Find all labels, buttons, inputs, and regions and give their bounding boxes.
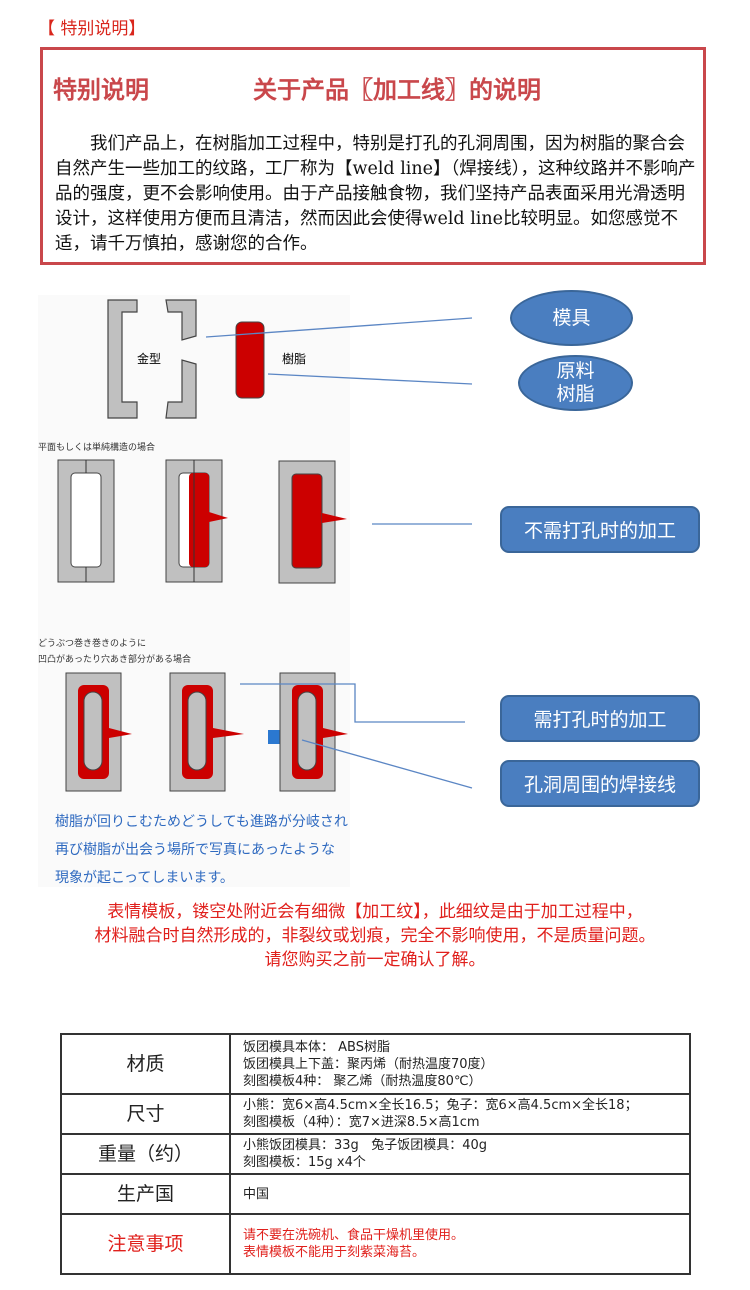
spec-value: 刻图模板：15g x4个	[243, 1155, 366, 1170]
red-note-line: 表情模板，镂空处附近会有细微【加工纹】，此细纹是由于加工过程中，	[107, 902, 643, 922]
spec-value: 请不要在洗碗机、食品干燥机里使用。	[243, 1228, 465, 1243]
spec-value: 表情模板不能用于刻紫菜海苔。	[243, 1245, 426, 1260]
explain-line-1: 樹脂が回りこむためどうしても進路が分岐され	[55, 814, 348, 830]
notice-heading-right: 关于产品〖加工线〗的说明	[253, 76, 541, 104]
spec-key: 生产国	[60, 1173, 231, 1215]
label-resin: 樹脂	[282, 352, 307, 366]
table-row: 材质 饭团模具本体： ABS树脂饭团模具上下盖：聚丙烯（耐热温度70度）刻图模板…	[60, 1033, 691, 1095]
callout-resin: 原料 树脂	[518, 355, 633, 411]
table-row: 尺寸 小熊：宽6×高4.5cm×全长16.5；兔子：宽6×高4.5cm×全长18…	[60, 1093, 691, 1135]
callout-hole: 需打孔时的加工	[500, 695, 700, 742]
table-row: 生产国 中国	[60, 1173, 691, 1215]
mold-simple-row	[57, 459, 347, 584]
spec-value: 刻图模板4种： 聚乙烯（耐热温度80℃）	[243, 1073, 482, 1089]
spec-key: 材质	[60, 1033, 231, 1095]
callout-mold: 模具	[510, 290, 633, 346]
mold-hole-row	[65, 672, 348, 792]
spec-value: 小熊：宽6×高4.5cm×全长16.5；兔子：宽6×高4.5cm×全长18；	[243, 1098, 638, 1113]
spec-table: 材质 饭团模具本体： ABS树脂饭团模具上下盖：聚丙烯（耐热温度70度）刻图模板…	[60, 1033, 691, 1275]
spec-value: 中国	[243, 1186, 270, 1202]
red-note-line: 材料融合时自然形成的，非裂纹或划痕，完全不影响使用，不是质量问题。	[94, 926, 656, 946]
notice-box: 特别说明 关于产品〖加工线〗的说明 我们产品上，在树脂加工过程中，特别是打孔的孔…	[40, 47, 706, 265]
table-row: 重量（约） 小熊饭团模具：33g 兔子饭团模具：40g 刻图模板：15g x4个	[60, 1133, 691, 1175]
spec-key: 重量（约）	[60, 1133, 231, 1175]
spec-value: 饭团模具上下盖：聚丙烯（耐热温度70度）	[243, 1056, 494, 1072]
explain-line-2: 再び樹脂が出会う場所で写真にあったような	[55, 842, 335, 858]
red-note: 表情模板，镂空处附近会有细微【加工纹】，此细纹是由于加工过程中， 材料融合时自然…	[0, 900, 750, 972]
spec-value: 刻图模板（4种）：宽7×进深8.5×高1cm	[243, 1115, 480, 1130]
spec-key: 注意事项	[60, 1213, 231, 1275]
explain-line-3: 現象が起こってしまいます。	[55, 870, 234, 886]
resin-block	[235, 321, 265, 399]
mold-half-left	[107, 299, 138, 419]
spec-value: 饭团模具本体： ABS树脂	[243, 1039, 390, 1055]
callout-no-hole: 不需打孔时的加工	[500, 506, 700, 553]
table-row: 注意事项 请不要在洗碗机、食品干燥机里使用。表情模板不能用于刻紫菜海苔。	[60, 1213, 691, 1275]
mold-half-right	[165, 299, 197, 419]
callout-weld-line: 孔洞周围的焊接线	[500, 760, 700, 807]
caption-simple: 平面もしくは単純構造の場合	[38, 443, 156, 453]
spec-value: 小熊饭团模具：33g 兔子饭团模具：40g	[243, 1138, 487, 1153]
caption-complex-1: どうぶつ巻き巻きのように	[38, 639, 147, 649]
notice-heading-left: 特别说明	[53, 76, 149, 104]
weld-line-diagram	[57, 299, 473, 792]
spec-key: 尺寸	[60, 1093, 231, 1135]
section-title: 【 特别说明】	[38, 19, 146, 39]
red-note-line: 请您购买之前一定确认了解。	[264, 950, 486, 970]
caption-complex-2: 凹凸があったり穴あき部分がある場合	[38, 655, 192, 665]
label-mold: 金型	[137, 352, 162, 366]
notice-body: 我们产品上，在树脂加工过程中，特别是打孔的孔洞周围，因为树脂的聚合会自然产生一些…	[55, 134, 696, 254]
